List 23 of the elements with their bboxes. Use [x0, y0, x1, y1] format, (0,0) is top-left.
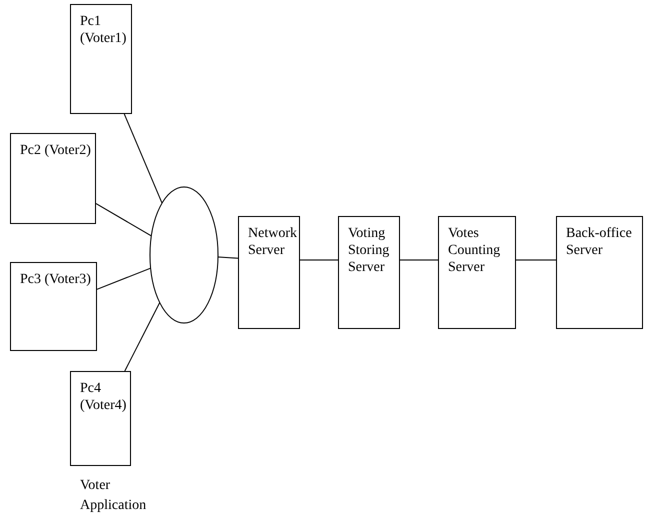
- network-ellipse: [150, 186, 218, 324]
- voter-pc-box: [10, 262, 97, 351]
- node-label: Voting Storing Server: [348, 225, 390, 276]
- server-box: [556, 216, 643, 329]
- node-label: Pc1 (Voter1): [80, 13, 127, 47]
- server-box: [338, 216, 400, 329]
- connector-line: [124, 114, 162, 204]
- voter-pc-box: [10, 133, 96, 224]
- connector-line: [218, 256, 238, 259]
- node-label: Back-office Server: [566, 225, 633, 259]
- voter-pc-box: [70, 371, 131, 466]
- connector-line: [96, 268, 152, 290]
- node-label: Network Server: [248, 225, 295, 259]
- caption-text: Voter Application: [80, 477, 148, 515]
- server-box: [438, 216, 516, 329]
- node-label: Votes Counting Server: [448, 225, 502, 276]
- connector-line: [96, 203, 152, 236]
- connector-line: [124, 302, 160, 372]
- node-label: Pc2 (Voter2): [20, 142, 91, 159]
- server-box: [238, 216, 300, 329]
- voter-pc-box: [70, 4, 132, 114]
- node-label: Pc3 (Voter3): [20, 271, 92, 288]
- node-label: Pc4 (Voter4): [80, 380, 126, 414]
